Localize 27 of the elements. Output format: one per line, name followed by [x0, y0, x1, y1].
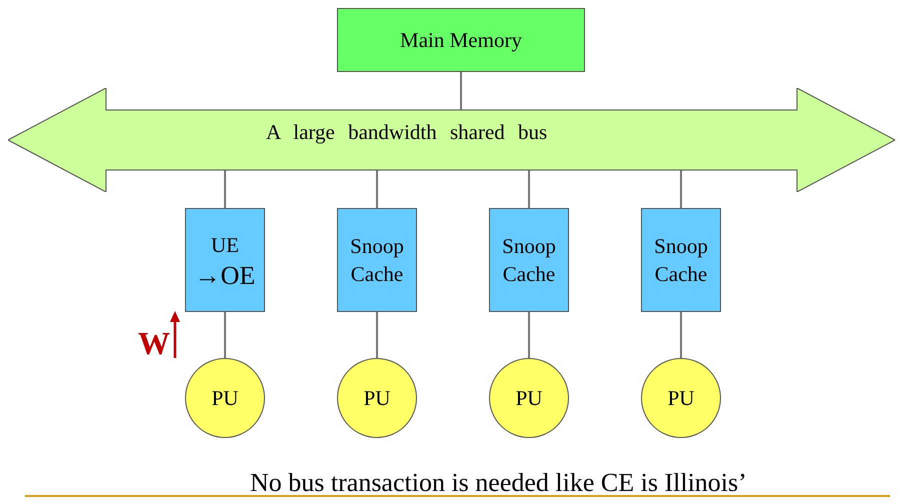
cache-box — [337, 208, 417, 312]
cache-box — [185, 208, 265, 312]
node-label: Snoop Cache — [501, 232, 557, 288]
node-label: PU — [516, 384, 542, 412]
memory-box — [337, 8, 585, 72]
connector-line — [376, 170, 378, 208]
node-label: PU — [364, 384, 390, 412]
node-label: PU — [668, 384, 694, 412]
node-label: Main Memory — [400, 26, 522, 54]
state-label: →OE — [194, 263, 256, 290]
bus-label: A large bandwidth shared bus — [266, 120, 548, 145]
connector-line — [224, 312, 226, 358]
connector-line — [460, 72, 462, 110]
node-label: PU — [212, 384, 238, 412]
cache-box — [489, 208, 569, 312]
node-label: Snoop Cache — [349, 232, 405, 288]
write-label: W — [138, 325, 170, 362]
connector-line — [224, 170, 226, 208]
note-text: No bus transaction is needed like CE is Illinois’ — [250, 470, 747, 496]
connector-line — [680, 170, 682, 208]
connector-line — [376, 312, 378, 358]
connector-line — [528, 312, 530, 358]
cache-box — [641, 208, 721, 312]
connector-line — [528, 170, 530, 208]
connector-line — [680, 312, 682, 358]
node-label: Snoop Cache — [653, 232, 709, 288]
node-label: UE — [211, 232, 239, 259]
